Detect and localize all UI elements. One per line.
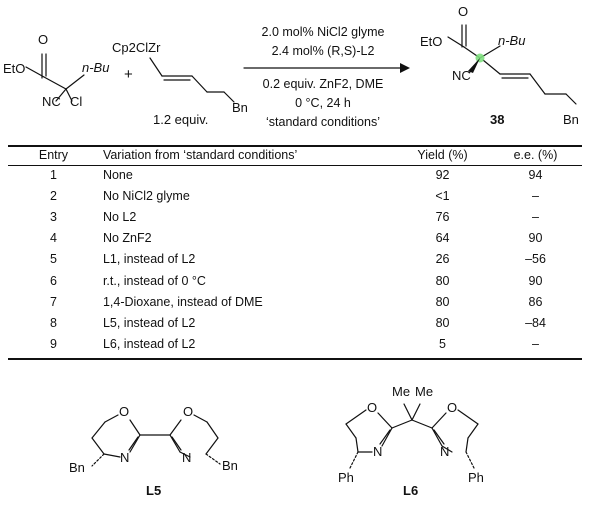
condition-ligand: 2.4 mol% (R,S)-L2 bbox=[271, 44, 375, 58]
cell-ee: 86 bbox=[528, 294, 543, 309]
substrate-nitrile: NC bbox=[42, 94, 61, 109]
substrate-chloride: Cl bbox=[70, 94, 83, 109]
cell-ee: –56 bbox=[525, 252, 546, 267]
table-row: 2 No NiCl2 glyme <1 – bbox=[8, 185, 582, 206]
table-row: 5 L1, instead of L2 26 –56 bbox=[8, 249, 582, 270]
table-header-rule bbox=[8, 165, 582, 166]
header-yield: Yield (%) bbox=[417, 148, 468, 162]
product-nitrile: NC bbox=[452, 68, 471, 83]
l6-nitrogen-left: N bbox=[373, 444, 383, 459]
l6-oxygen-right: O bbox=[447, 400, 458, 415]
ligand-structures: O N O N Bn Bn L5 Me Me O N O N Ph Ph L6 bbox=[0, 380, 590, 508]
l5-oxygen-left: O bbox=[119, 404, 130, 419]
product-carbonyl-o: O bbox=[458, 4, 469, 19]
cell-yield: 26 bbox=[435, 252, 450, 267]
l5-benzyl-left: Bn bbox=[69, 460, 85, 475]
l6-oxygen-left: O bbox=[367, 400, 378, 415]
cell-yield: 64 bbox=[435, 231, 450, 246]
reagent-equivalents: 1.2 equiv. bbox=[153, 112, 209, 127]
cell-entry: 3 bbox=[49, 209, 57, 224]
l5-label: L5 bbox=[146, 483, 162, 498]
product-n-butyl: n-Bu bbox=[498, 33, 526, 48]
table-row: 3 No L2 76 – bbox=[8, 206, 582, 227]
table-bottom-rule bbox=[8, 358, 582, 360]
product-compound-number: 38 bbox=[490, 112, 505, 127]
header-variation: Variation from ‘standard conditions’ bbox=[102, 148, 298, 162]
cell-ee: –84 bbox=[525, 315, 546, 330]
table-row: 6 r.t., instead of 0 °C 80 90 bbox=[8, 270, 582, 291]
l6-label: L6 bbox=[403, 483, 419, 498]
reaction-scheme: O EtO n-Bu NC Cl + Cp2ClZr Bn 1.2 equiv.… bbox=[0, 0, 590, 140]
condition-temperature-time: 0 °C, 24 h bbox=[295, 96, 351, 110]
table-row: 9 L6, instead of L2 5 – bbox=[8, 334, 582, 355]
l6-methyl-left: Me bbox=[392, 384, 411, 399]
l5-oxygen-right: O bbox=[183, 404, 194, 419]
optimization-table: Entry Variation from ‘standard condition… bbox=[8, 146, 582, 355]
plus-sign: + bbox=[124, 66, 133, 83]
cell-variation: No L2 bbox=[102, 209, 137, 224]
scheme-bonds bbox=[25, 24, 577, 105]
l5-benzyl-right: Bn bbox=[222, 458, 238, 473]
cell-entry: 1 bbox=[49, 167, 57, 182]
condition-standard-label: ‘standard conditions’ bbox=[266, 115, 380, 129]
cell-entry: 8 bbox=[49, 315, 57, 330]
ligand-bonds bbox=[91, 403, 479, 469]
cell-ee: 90 bbox=[528, 231, 543, 246]
l6-phenyl-left: Ph bbox=[338, 470, 354, 485]
condition-additive-solvent: 0.2 equiv. ZnF2, DME bbox=[262, 77, 384, 91]
cell-yield: 80 bbox=[435, 315, 450, 330]
cell-ee: 94 bbox=[528, 167, 543, 182]
cell-variation: None bbox=[102, 167, 133, 182]
l5-nitrogen-right: N bbox=[182, 450, 192, 465]
table-row: 4 No ZnF2 64 90 bbox=[8, 228, 582, 249]
cell-ee: – bbox=[532, 337, 539, 352]
cell-entry: 6 bbox=[49, 273, 57, 288]
cell-ee: 90 bbox=[528, 273, 543, 288]
l5-nitrogen-left: N bbox=[120, 450, 130, 465]
substrate-carbonyl-o: O bbox=[38, 32, 49, 47]
cell-yield: <1 bbox=[435, 188, 450, 203]
header-ee: e.e. (%) bbox=[513, 148, 558, 162]
table-row: 7 1,4-Dioxane, instead of DME 80 86 bbox=[8, 291, 582, 312]
table-row: 8 L5, instead of L2 80 –84 bbox=[8, 312, 582, 333]
product-ethoxy: EtO bbox=[420, 34, 443, 49]
cell-yield: 92 bbox=[435, 167, 450, 182]
cell-ee: – bbox=[532, 209, 539, 224]
cell-variation: L6, instead of L2 bbox=[102, 337, 196, 352]
reagent-benzyl: Bn bbox=[232, 100, 248, 115]
cell-variation: No NiCl2 glyme bbox=[102, 188, 190, 203]
cell-yield: 5 bbox=[439, 337, 446, 352]
l6-methyl-right: Me bbox=[415, 384, 434, 399]
cell-yield: 76 bbox=[435, 209, 450, 224]
cell-entry: 5 bbox=[49, 252, 57, 267]
cell-variation: L5, instead of L2 bbox=[102, 315, 196, 330]
reagent-zirconocene: Cp2ClZr bbox=[112, 40, 161, 55]
l6-nitrogen-right: N bbox=[440, 444, 450, 459]
cell-yield: 80 bbox=[435, 273, 450, 288]
table-header-row: Entry Variation from ‘standard condition… bbox=[8, 146, 582, 164]
cell-variation: r.t., instead of 0 °C bbox=[102, 273, 206, 288]
cell-variation: 1,4-Dioxane, instead of DME bbox=[102, 294, 263, 309]
product-benzyl: Bn bbox=[563, 112, 579, 127]
table-row: 1 None 92 94 bbox=[8, 164, 582, 185]
cell-variation: No ZnF2 bbox=[102, 231, 152, 246]
cell-yield: 80 bbox=[435, 294, 450, 309]
table-top-rule bbox=[8, 145, 582, 147]
cell-entry: 7 bbox=[49, 294, 57, 309]
substrate-n-butyl: n-Bu bbox=[82, 60, 110, 75]
condition-catalyst: 2.0 mol% NiCl2 glyme bbox=[261, 25, 385, 39]
l6-phenyl-right: Ph bbox=[468, 470, 484, 485]
cell-entry: 4 bbox=[49, 231, 57, 246]
cell-entry: 2 bbox=[49, 188, 57, 203]
substrate-ethoxy: EtO bbox=[3, 61, 26, 76]
cell-variation: L1, instead of L2 bbox=[102, 252, 196, 267]
header-entry: Entry bbox=[38, 148, 69, 162]
cell-entry: 9 bbox=[49, 337, 57, 352]
cell-ee: – bbox=[532, 188, 539, 203]
